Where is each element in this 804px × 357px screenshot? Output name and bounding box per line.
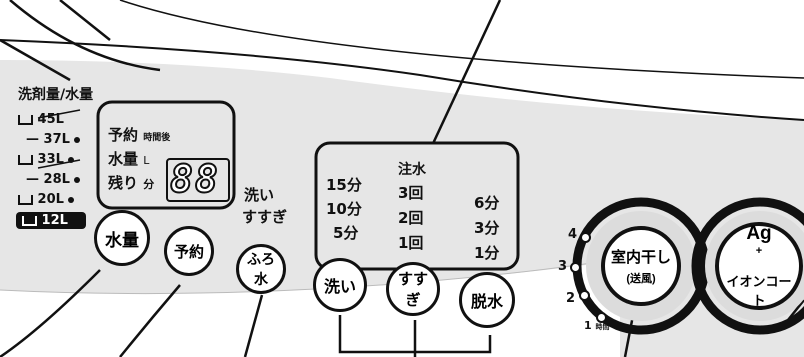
rinse-count-3: 3回 bbox=[398, 184, 424, 202]
wash-rinse-label-line1: 洗い bbox=[244, 186, 275, 204]
legend-level-37: — 37L bbox=[26, 132, 81, 147]
bucket-icon bbox=[18, 114, 33, 125]
spin-button[interactable]: 脱水 bbox=[459, 272, 515, 328]
legend-level-label: 37L bbox=[43, 132, 70, 147]
legend-level-20: 20L bbox=[18, 192, 75, 207]
indoor-dry-button[interactable]: 室内干し (送風) bbox=[601, 226, 681, 306]
spin-time-6: 6分 bbox=[474, 194, 500, 212]
bucket-icon bbox=[18, 154, 33, 165]
indicator-dot bbox=[74, 177, 81, 183]
dry-hours-3: 3 bbox=[558, 259, 568, 274]
bucket-icon bbox=[18, 194, 33, 205]
water-legend-title: 洗剤量/水量 bbox=[18, 87, 94, 103]
bath-water-button[interactable]: ふろ水 bbox=[236, 244, 286, 294]
rinse-count-2: 2回 bbox=[398, 209, 424, 227]
legend-level-label: 33L bbox=[37, 152, 64, 167]
wash-time-10: 10分 bbox=[326, 200, 362, 218]
wash-rinse-label-line2: すすぎ bbox=[242, 208, 288, 226]
seven-segment-display bbox=[166, 158, 230, 202]
indicator-dot bbox=[570, 262, 581, 273]
dry-hours-2: 2 bbox=[566, 291, 576, 306]
legend-level-label: 20L bbox=[37, 192, 64, 207]
legend-level-33: 33L bbox=[18, 152, 75, 167]
dry-hours-1: 1 時間 bbox=[584, 319, 610, 332]
water-level-button[interactable]: 水量 bbox=[94, 210, 150, 266]
indicator-dot bbox=[74, 137, 81, 143]
display-water-label: 水量 L bbox=[108, 150, 150, 168]
display-remaining-label: 残り 分 bbox=[108, 174, 155, 192]
wash-time-5: 5分 bbox=[333, 224, 359, 242]
legend-level-label: 45L bbox=[37, 112, 64, 127]
indicator-dot bbox=[68, 157, 75, 163]
wash-button[interactable]: 洗い bbox=[313, 258, 367, 312]
display-reserve-unit: 時間後 bbox=[143, 133, 171, 143]
display-water-unit: L bbox=[143, 154, 150, 167]
display-reserve-label: 予約 時間後 bbox=[108, 126, 171, 144]
reserve-button[interactable]: 予約 bbox=[164, 226, 214, 276]
bucket-icon bbox=[22, 215, 37, 226]
rinse-button[interactable]: すすぎ bbox=[386, 262, 440, 316]
legend-level-label: 28L bbox=[43, 172, 70, 187]
indicator-dot bbox=[580, 232, 591, 243]
legend-level-28: — 28L bbox=[26, 172, 81, 187]
legend-level-45: 45L bbox=[18, 112, 64, 127]
display-remaining-unit: 分 bbox=[143, 178, 155, 191]
dry-hours-4: 4 bbox=[568, 227, 578, 242]
time-panel-title: 注水 bbox=[398, 162, 426, 178]
indicator-dot bbox=[579, 290, 590, 301]
indicator-dot bbox=[68, 197, 75, 203]
legend-level-label: 12L bbox=[41, 213, 68, 228]
rinse-count-1: 1回 bbox=[398, 234, 424, 252]
legend-level-12-selected: 12L bbox=[16, 212, 86, 229]
wash-time-15: 15分 bbox=[326, 176, 362, 194]
spin-time-3: 3分 bbox=[474, 219, 500, 237]
indicator-dot bbox=[596, 312, 607, 323]
ag-ion-coat-button[interactable]: Ag+ イオンコート bbox=[715, 222, 803, 310]
seven-segment-digits: 88 bbox=[169, 156, 220, 202]
spin-time-1: 1分 bbox=[474, 244, 500, 262]
